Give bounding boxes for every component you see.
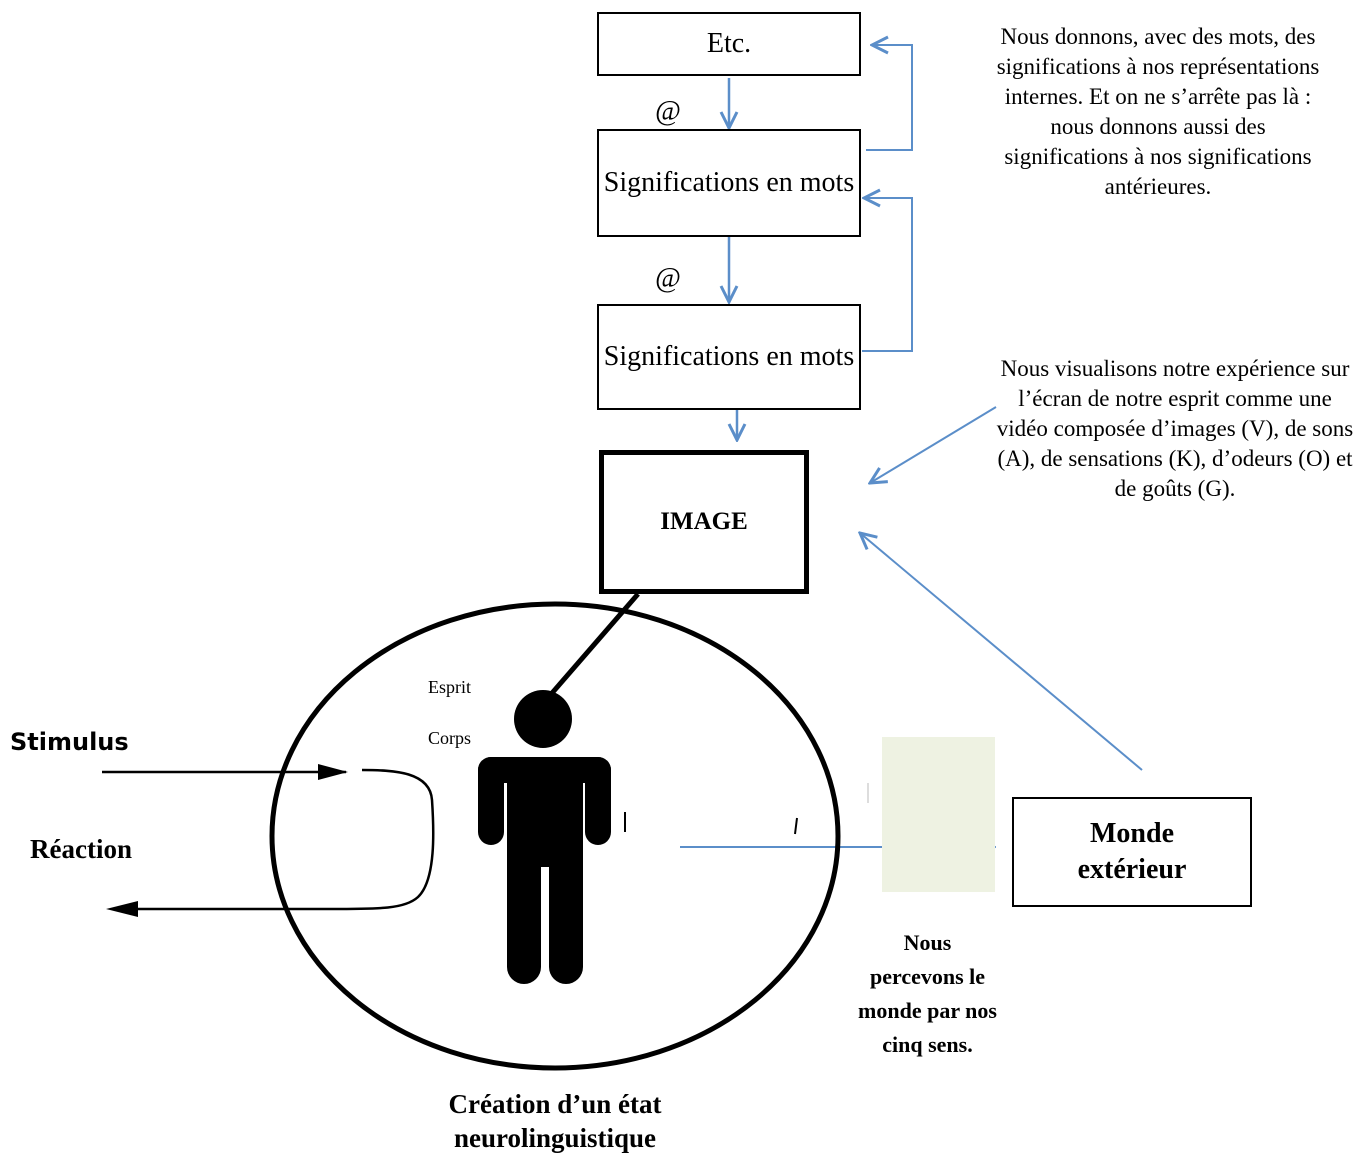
world-box: Monde extérieur [1012, 797, 1252, 907]
person-head [514, 690, 572, 748]
arrow-visualise-to-image [870, 406, 997, 483]
stray-mark-2 [794, 817, 798, 835]
image-to-head-link [544, 592, 640, 702]
state-caption: Création d’un état neurolinguistique [448, 1089, 662, 1153]
feedback-loop-lower [862, 198, 913, 352]
stimulus-reaction-loop [138, 768, 435, 911]
etc-box: Etc. [597, 12, 861, 76]
person-right-arm [585, 757, 611, 845]
image-box: IMAGE [599, 450, 809, 594]
arrow-world-to-image [860, 533, 1143, 771]
feedback-loop-upper [866, 45, 913, 151]
at-marker-1: @ [655, 96, 681, 127]
perceive-note: Nous percevons le monde par nos cinq sen… [858, 930, 997, 1057]
person-left-arm [478, 757, 504, 845]
meanings-box-1: Significations en mots [597, 129, 861, 237]
world-label: Monde extérieur [1077, 818, 1187, 885]
state-ellipse [269, 601, 841, 1071]
person-left-leg [507, 820, 541, 984]
person-icon [478, 690, 611, 984]
esprit-label: Esprit [428, 677, 471, 697]
perception-panel [882, 737, 995, 892]
person-right-leg [549, 820, 583, 984]
reaction-arrowhead [106, 901, 138, 917]
meanings-note: Nous donnons, avec des mots, des signifi… [996, 24, 1320, 199]
image-label: IMAGE [660, 508, 748, 535]
at-marker-2: @ [655, 263, 681, 294]
meanings-2-label: Significations en mots [603, 341, 855, 372]
meanings-box-2: Significations en mots [597, 304, 861, 410]
stimulus-label: Stimulus [10, 728, 129, 756]
visualise-note: Nous visualisons notre expérience sur l’… [996, 356, 1354, 501]
reaction-label: Réaction [30, 834, 132, 864]
meanings-1-label: Significations en mots [603, 167, 855, 198]
corps-label: Corps [428, 728, 472, 748]
etc-label: Etc. [706, 28, 752, 59]
